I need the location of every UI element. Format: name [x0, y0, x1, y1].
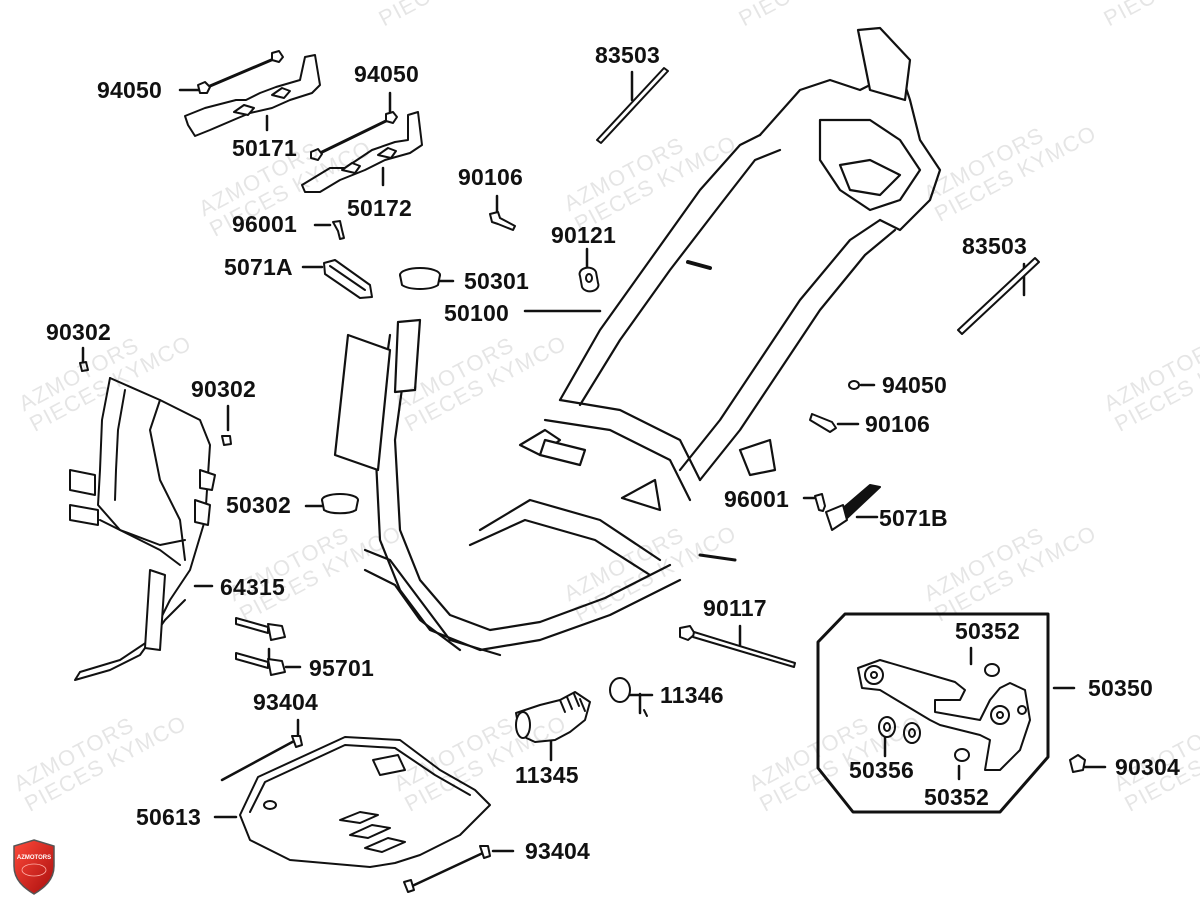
logo-text: AZMOTORS [16, 855, 52, 861]
ring-50302 [321, 493, 359, 515]
front-frame-64315 [69, 377, 216, 681]
part-label-96001[interactable]: 96001 [232, 211, 297, 237]
screw-90302-a [79, 361, 89, 372]
part-label-96001[interactable]: 96001 [724, 486, 789, 512]
part-label-90121[interactable]: 90121 [551, 222, 616, 248]
part-label-83503[interactable]: 83503 [595, 42, 660, 68]
part-label-50352[interactable]: 50352 [924, 784, 989, 810]
part-label-50172[interactable]: 50172 [347, 195, 412, 221]
part-label-94050[interactable]: 94050 [882, 372, 947, 398]
damper-5071B [825, 484, 881, 531]
part-label-95701[interactable]: 95701 [309, 655, 374, 681]
main-frame-50100 [333, 26, 942, 657]
part-label-90302[interactable]: 90302 [46, 319, 111, 345]
bolts-95701 [235, 617, 286, 676]
rod-83503-top [596, 67, 669, 144]
part-label-50301[interactable]: 50301 [464, 268, 529, 294]
part-label-94050[interactable]: 94050 [97, 77, 162, 103]
part-label-50356[interactable]: 50356 [849, 757, 914, 783]
part-label-50171[interactable]: 50171 [232, 135, 297, 161]
bolt-96001-left [332, 220, 345, 240]
bearing-50356 [878, 716, 921, 744]
screw-93404-bottom [403, 845, 491, 893]
rod-94050-mid [310, 111, 398, 161]
part-label-50350[interactable]: 50350 [1088, 675, 1153, 701]
azmotors-logo: AZMOTORS [10, 838, 58, 896]
clamp-11346 [609, 677, 648, 717]
bushing-50352-bottom [954, 748, 970, 762]
bolt-90106-right [809, 413, 837, 433]
part-label-93404[interactable]: 93404 [253, 689, 318, 715]
damper-5071A [323, 259, 373, 299]
part-label-90304[interactable]: 90304 [1115, 754, 1180, 780]
part-label-5071A[interactable]: 5071A [224, 254, 293, 280]
part-label-50352[interactable]: 50352 [955, 618, 1020, 644]
part-label-11346[interactable]: 11346 [660, 682, 724, 708]
rod-94050-top-left [197, 50, 284, 94]
bushing-50352-top [984, 663, 1000, 677]
part-label-50100[interactable]: 50100 [444, 300, 509, 326]
nut-90304 [1069, 754, 1086, 773]
part-label-90106[interactable]: 90106 [458, 164, 523, 190]
collar-90121 [578, 266, 600, 293]
part-label-83503[interactable]: 83503 [962, 233, 1027, 259]
nut-94050-right [848, 380, 860, 390]
bracket-50172 [301, 111, 423, 193]
part-label-50302[interactable]: 50302 [226, 492, 291, 518]
bolt-96001-right [814, 493, 826, 512]
part-label-93404[interactable]: 93404 [525, 838, 590, 864]
shield-icon [13, 839, 55, 895]
bolt-90106-top [489, 211, 516, 231]
part-label-94050[interactable]: 94050 [354, 61, 419, 87]
bracket-50171 [184, 54, 321, 137]
rod-83503-right [957, 257, 1040, 335]
part-label-11345[interactable]: 11345 [515, 762, 579, 788]
bolt-90117 [679, 625, 796, 668]
part-label-90117[interactable]: 90117 [703, 595, 767, 621]
part-label-90302[interactable]: 90302 [191, 376, 256, 402]
hanger-assembly-box-50350 [816, 612, 1050, 814]
part-label-90106[interactable]: 90106 [865, 411, 930, 437]
screw-90302-b [221, 435, 232, 446]
part-label-64315[interactable]: 64315 [220, 574, 285, 600]
part-label-5071B[interactable]: 5071B [879, 505, 948, 531]
screw-93404-top [220, 735, 303, 782]
hanger-50350 [857, 659, 1031, 771]
duct-11345 [515, 691, 591, 743]
under-cover-50613 [239, 736, 491, 868]
ring-50301 [399, 267, 441, 290]
part-label-50613[interactable]: 50613 [136, 804, 201, 830]
